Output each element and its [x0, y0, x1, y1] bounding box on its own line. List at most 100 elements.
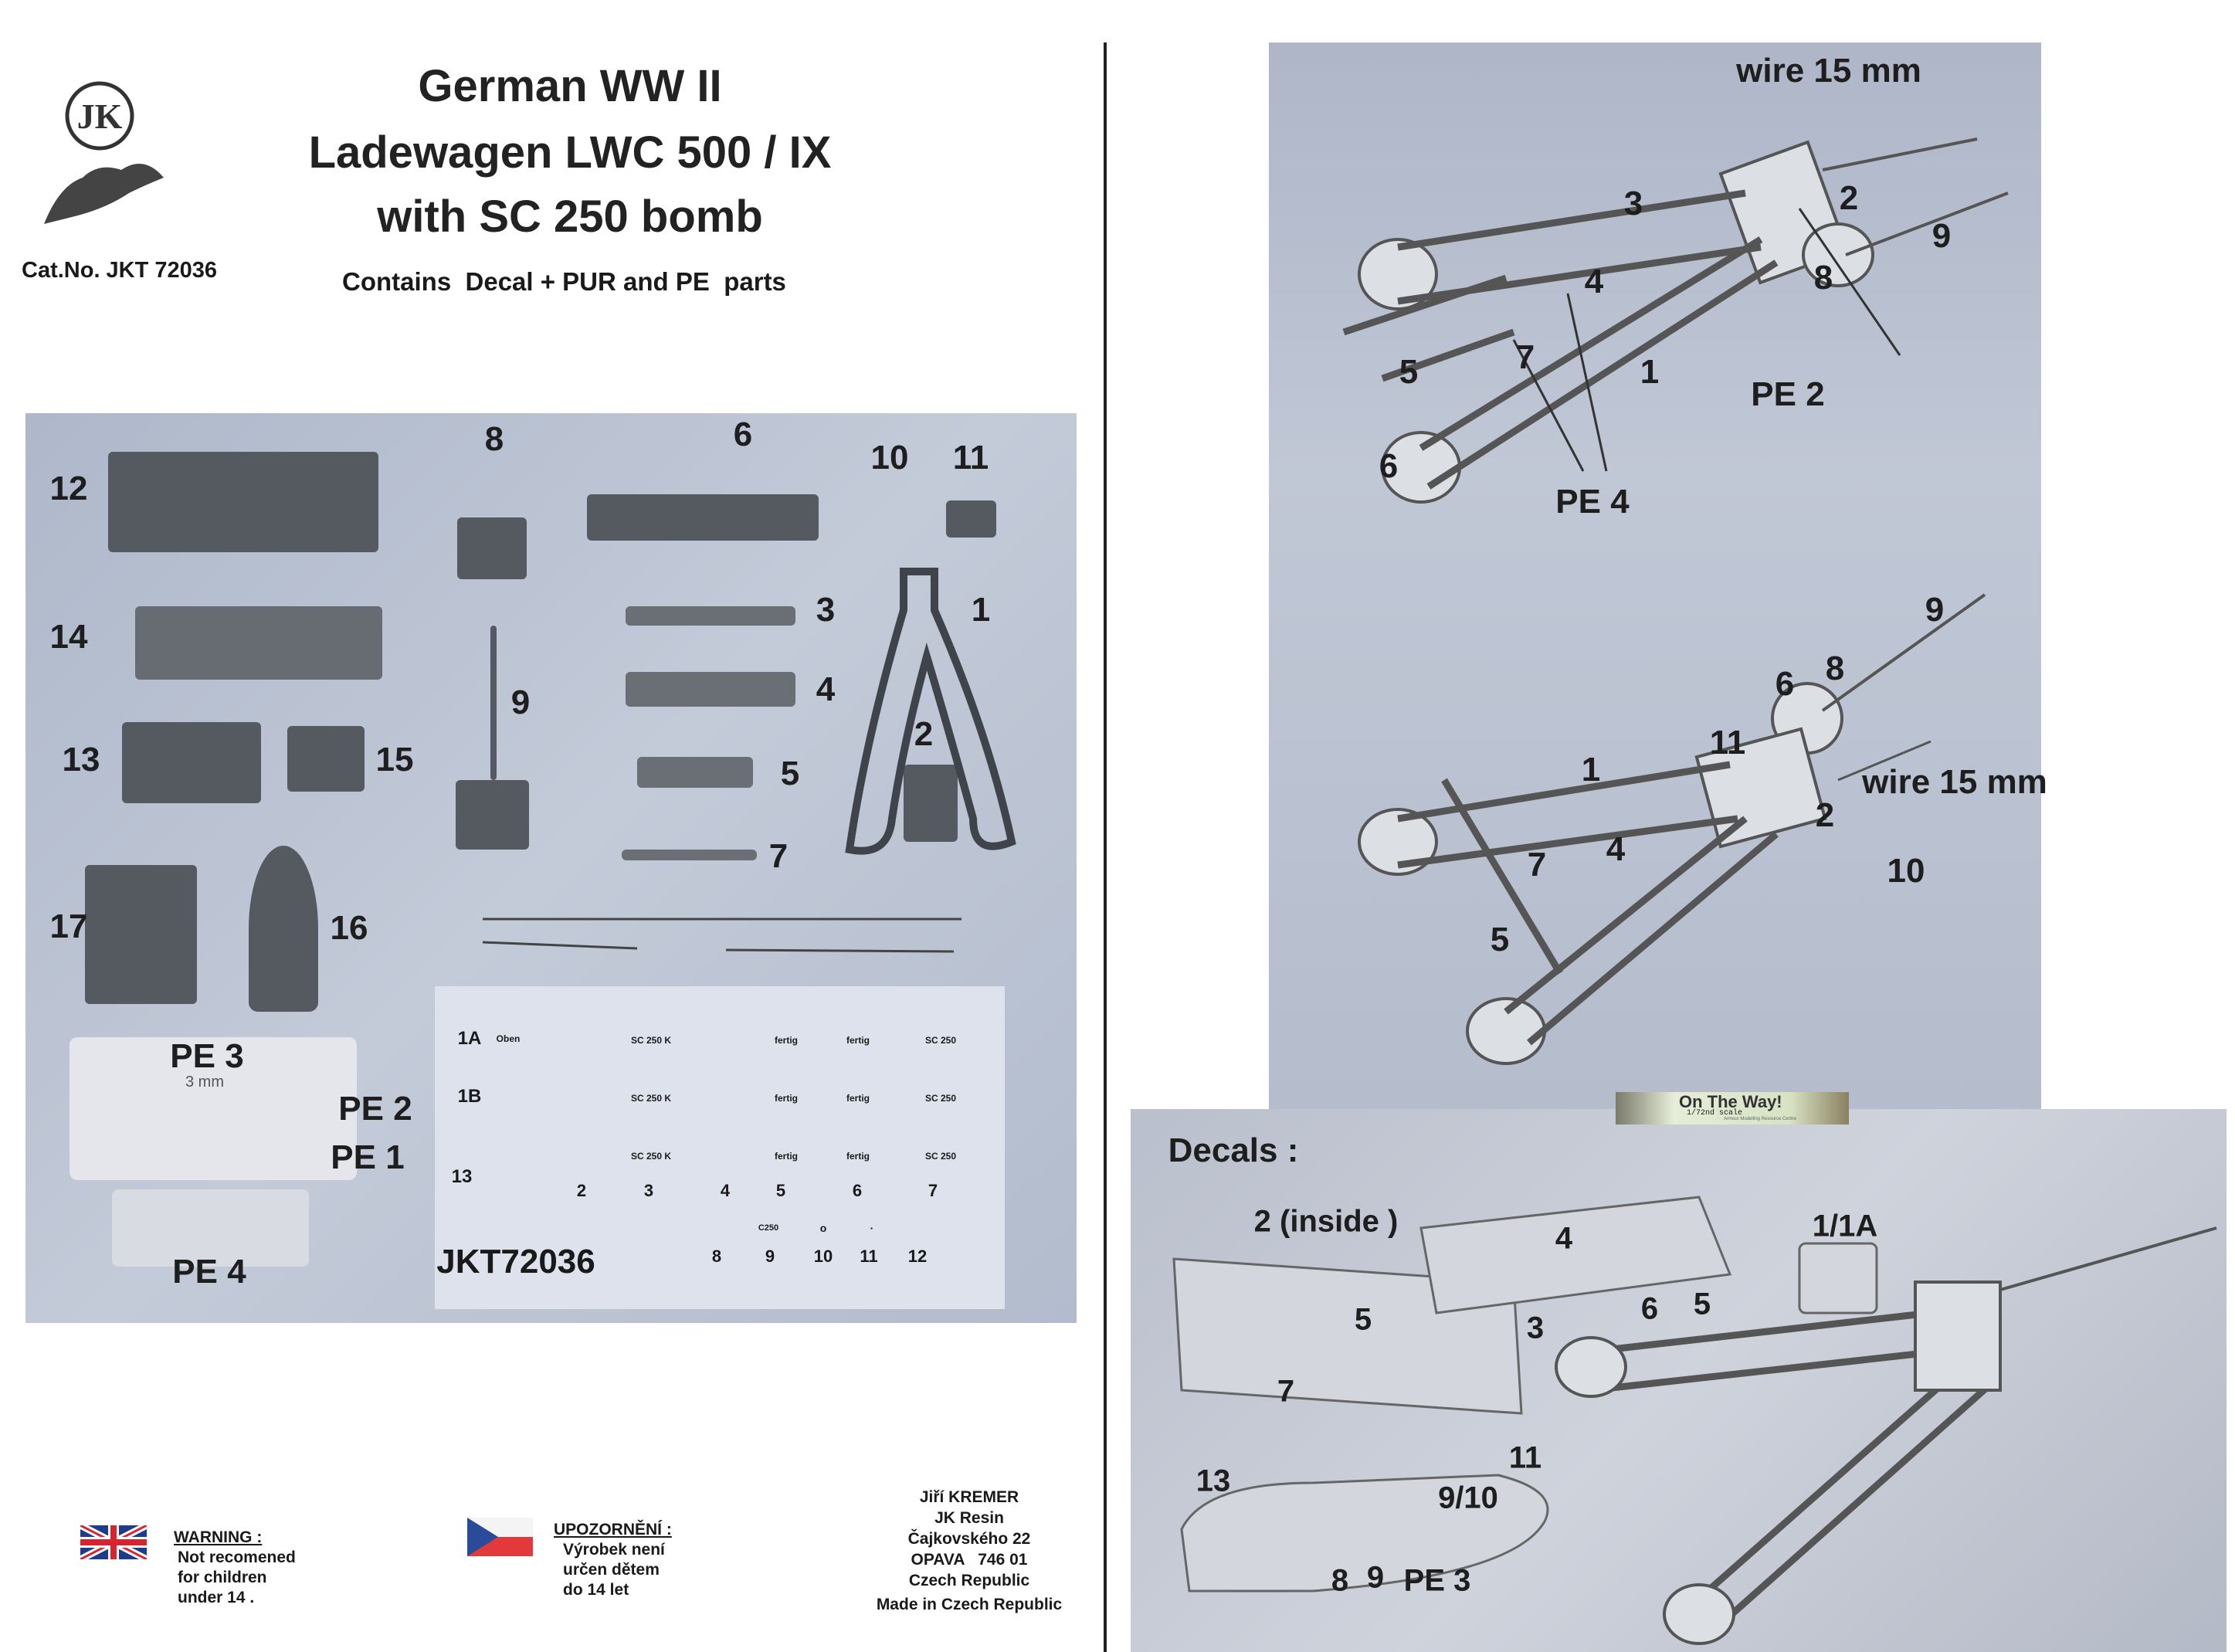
callout-label: 6 — [1379, 447, 1399, 485]
part-label: PE 2 — [338, 1090, 412, 1128]
part-9-rod — [490, 626, 497, 780]
trolley-side-view — [1328, 587, 2039, 1070]
address-line: Made in Czech Republic — [876, 1596, 1063, 1613]
address-line: Čajkovského 22 — [907, 1530, 1031, 1548]
part-4 — [626, 672, 795, 707]
callout-label: 9 — [1931, 217, 1952, 255]
warning-cz-line: určen dětem — [563, 1561, 660, 1579]
decal-row-label: 13 — [451, 1166, 473, 1187]
part-label: PE 4 — [172, 1253, 246, 1291]
callout-label: 10 — [1887, 852, 1925, 890]
pe-fret-2 — [112, 1189, 309, 1267]
part-label: 4 — [816, 670, 836, 708]
kit-code: JKT72036 — [436, 1243, 595, 1281]
uk-flag-icon — [78, 1521, 149, 1563]
part-3 — [626, 606, 795, 626]
decal-item: SC 250 — [924, 1151, 957, 1162]
warning-en-title: WARNING : — [174, 1528, 263, 1546]
decal-number: 9 — [765, 1247, 775, 1266]
address-line: OPAVA 746 01 — [911, 1551, 1028, 1569]
decal-item: o — [819, 1222, 827, 1234]
banner-title: On The Way! — [1679, 1092, 1782, 1111]
decal-number: 10 — [813, 1247, 833, 1266]
decals-heading: Decals : — [1168, 1131, 1299, 1169]
warning-en: WARNING : Not recomened for children und… — [174, 1528, 296, 1608]
callout-label: 5 — [1399, 353, 1419, 391]
callout-label: 1 — [1640, 353, 1660, 391]
callout-label: PE 3 — [1403, 1563, 1471, 1598]
decal-sheet: 1A Oben 1B 13 SC 250 K fertig fertig SC … — [435, 986, 1005, 1309]
decal-item: SC 250 K — [630, 1151, 672, 1162]
part-label: 8 — [484, 420, 504, 458]
decal-row-label: 1A — [457, 1028, 482, 1049]
title-line-3: with SC 250 bomb — [377, 192, 763, 242]
callout-label: PE 4 — [1555, 483, 1630, 521]
decal-item: fertig — [775, 1035, 798, 1046]
part-label: 13 — [62, 741, 100, 779]
decal-row-label: 1B — [457, 1086, 482, 1107]
decal-item: fertig — [775, 1151, 798, 1162]
part-1-frame — [819, 564, 1035, 869]
part-label: 11 — [952, 439, 989, 477]
part-16-bomb-nose — [249, 846, 318, 1012]
callout-label: 2 — [1815, 796, 1835, 834]
part-label: 17 — [49, 907, 88, 945]
trolley-top-view — [1313, 108, 2047, 544]
decal-item: fertig — [846, 1035, 870, 1046]
warning-cz-line: Výrobek není — [563, 1541, 665, 1559]
decal-item: fertig — [846, 1151, 870, 1162]
callout-label: 11 — [1508, 1440, 1542, 1475]
decal-number: 5 — [775, 1181, 786, 1200]
assembly-photo-panel — [1269, 42, 2041, 1109]
part-label: 15 — [375, 741, 414, 779]
part-label: 9 — [510, 684, 531, 721]
callout-label: 5 — [1490, 921, 1510, 958]
cz-flag-icon — [467, 1518, 533, 1556]
part-label: 16 — [330, 909, 368, 947]
callout-label: 5 — [1693, 1287, 1711, 1321]
callout-label: 1/1A — [1812, 1209, 1878, 1243]
part-label: PE 1 — [331, 1138, 405, 1176]
callout-label: 4 — [1555, 1221, 1573, 1256]
part-2 — [904, 765, 958, 842]
callout-label: 4 — [1584, 263, 1604, 300]
callout-label: 3 — [1623, 185, 1643, 222]
callout-label: 8 — [1825, 650, 1845, 687]
address-line: Czech Republic — [908, 1572, 1030, 1589]
callout-label: 6 — [1775, 665, 1795, 703]
part-15 — [287, 726, 365, 792]
decal-number: 3 — [643, 1181, 654, 1200]
warning-en-line: under 14 . — [178, 1589, 255, 1606]
decal-number: 4 — [720, 1181, 731, 1200]
part-label: 5 — [780, 755, 800, 792]
callout-label: 7 — [1515, 338, 1535, 376]
decal-item: SC 250 — [924, 1035, 957, 1046]
decal-number: 8 — [711, 1247, 722, 1266]
jk-resin-logo: JK — [29, 77, 171, 236]
catalog-number: Cat.No. JKT 72036 — [22, 258, 218, 283]
part-13 — [122, 722, 261, 803]
decal-item: SC 250 — [924, 1093, 957, 1104]
callout-label: 13 — [1196, 1464, 1231, 1498]
callout-label: 8 — [1813, 259, 1833, 297]
callout-label: 2 — [1839, 179, 1859, 217]
callout-label: 1 — [1581, 751, 1601, 789]
warning-cz-title: UPOZORNĚNÍ : — [554, 1521, 672, 1538]
part-8 — [457, 517, 527, 579]
contents-line: Contains Decal + PUR and PE parts — [342, 267, 786, 296]
part-label: 2 — [914, 715, 934, 753]
banner-subtitle: Armour Modelling Resource Centre — [1724, 1117, 1797, 1121]
callout-label: PE 2 — [1751, 375, 1825, 413]
callout-label: 9 — [1366, 1560, 1385, 1595]
part-6-wheels — [587, 494, 819, 541]
part-7 — [622, 850, 757, 860]
part-label: 3 — [816, 591, 836, 629]
callout-label: 7 — [1527, 846, 1547, 884]
part-9-base — [456, 780, 529, 850]
part-12-box — [108, 452, 378, 552]
on-the-way-banner: On The Way! 1/72nd scale Armour Modellin… — [1616, 1092, 1849, 1125]
decal-view-drawing — [1158, 1158, 2224, 1649]
decal-item: SC 250 K — [630, 1035, 672, 1046]
part-label: 1 — [971, 591, 991, 629]
decal-item: C250 — [758, 1223, 779, 1233]
